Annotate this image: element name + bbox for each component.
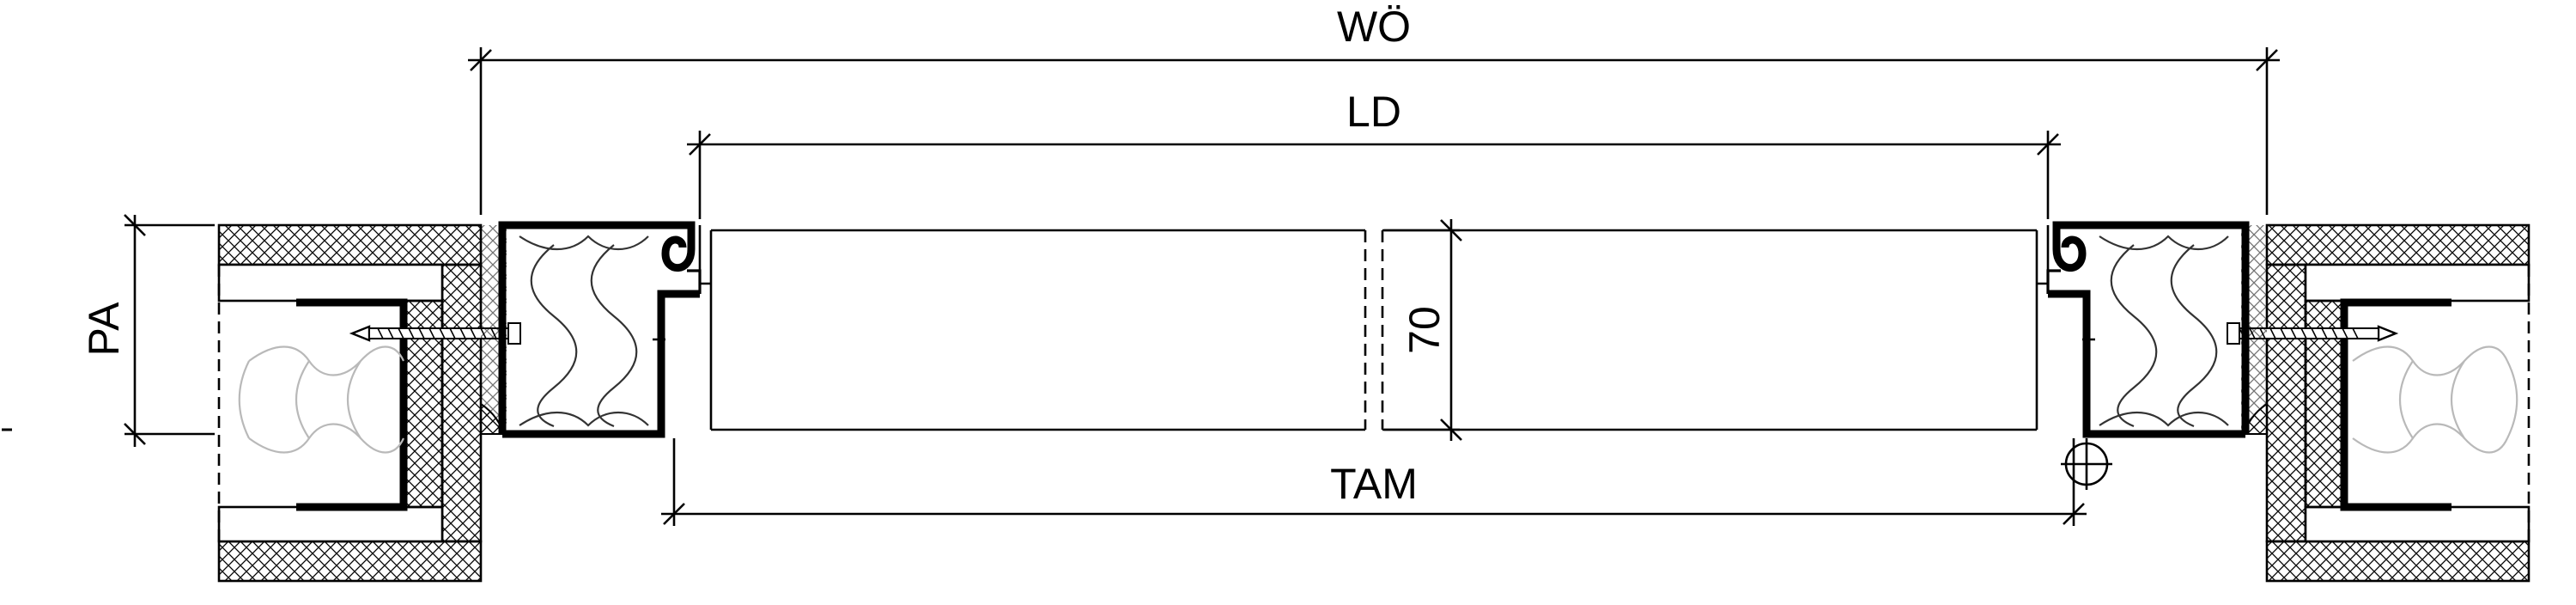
dim-wall-opening: WÖ	[468, 3, 2280, 215]
hinge-axis-symbol	[2061, 438, 2112, 490]
dim-frame-outer: TAM	[661, 438, 2087, 526]
wall-opening-label: WÖ	[1337, 3, 1411, 51]
dim-clear-passage: LD	[687, 88, 2061, 219]
left-anchor-screw	[349, 322, 521, 345]
right-wall	[2227, 223, 2530, 583]
leaf-thickness-label: 70	[1400, 306, 1449, 354]
dim-profile-depth: PA	[80, 214, 215, 447]
door-leaf	[709, 229, 2038, 431]
left-wall	[217, 223, 521, 583]
right-frame-profile	[2037, 221, 2268, 490]
left-frame-profile	[480, 221, 711, 438]
left-frame-insulation	[519, 235, 649, 428]
frame-outer-label: TAM	[1330, 460, 1418, 508]
profile-depth-label: PA	[80, 302, 128, 357]
right-frame-insulation	[2099, 235, 2229, 428]
right-anchor-screw	[2227, 322, 2399, 345]
left-wall-insulation	[238, 345, 405, 454]
clear-passage-label: LD	[1346, 88, 1401, 136]
right-wall-insulation	[2352, 345, 2518, 454]
dim-leaf-thickness: 70	[1384, 219, 1462, 441]
